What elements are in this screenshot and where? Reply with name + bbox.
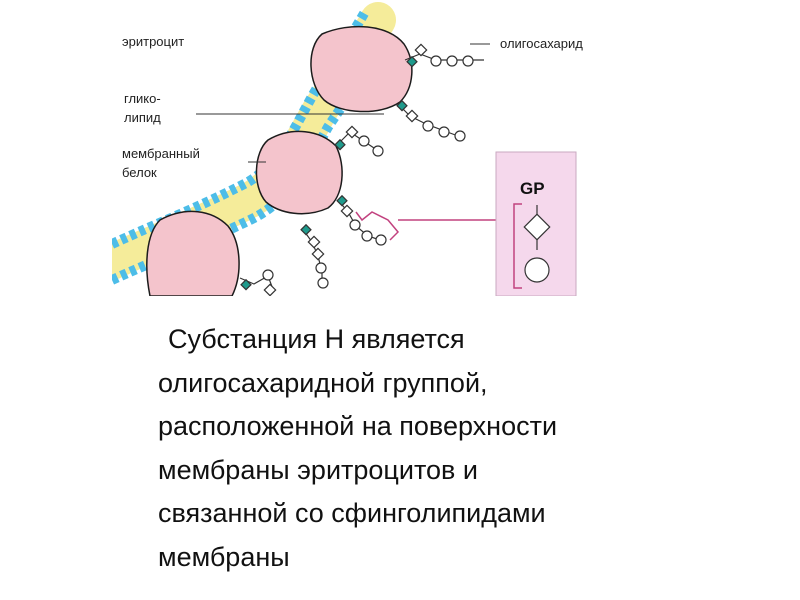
caption: Субстанция Н является олигосахаридной гр…	[158, 318, 718, 579]
membrane-diagram: GP эритроцит олигосахарид глико- липид м…	[112, 0, 688, 296]
caption-line: связанной со сфинголипидами	[158, 492, 718, 536]
oligosaccharide-chain-5	[301, 225, 328, 288]
oligosaccharide-chain-1	[405, 44, 484, 66]
label-glycolipid-line2: липид	[124, 110, 161, 125]
label-oligosaccharide: олигосахарид	[500, 36, 583, 51]
membrane-protein-middle	[256, 131, 342, 213]
caption-line: расположенной на поверхности	[158, 405, 718, 449]
label-membrane-protein-line1: мембранный	[122, 146, 200, 161]
caption-line: мембраны эритроцитов и	[158, 449, 718, 493]
gp-label: GP	[520, 179, 545, 198]
caption-line: Субстанция Н является	[158, 318, 718, 362]
oligosaccharide-chain-3	[335, 126, 383, 156]
label-glycolipid-line1: глико-	[124, 91, 161, 106]
oligosaccharide-chain-6	[240, 270, 276, 296]
caption-line: мембраны	[158, 536, 718, 580]
label-membrane-protein-line2: белок	[122, 165, 157, 180]
membrane-protein-bottom	[147, 211, 239, 296]
caption-line: олигосахаридной группой,	[158, 362, 718, 406]
label-erythrocyte: эритроцит	[122, 34, 184, 49]
gp-circle	[525, 258, 549, 282]
oligosaccharide-chain-2	[397, 101, 465, 141]
membrane-protein-top	[311, 27, 412, 112]
